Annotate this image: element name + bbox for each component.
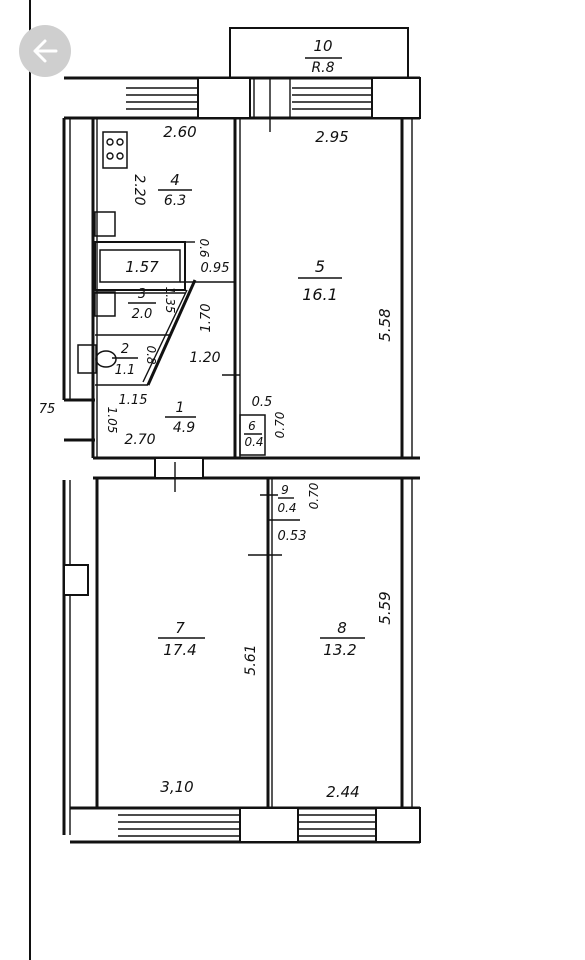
dim-75: 75 [39, 402, 56, 417]
room-8-number: 8 [337, 619, 347, 637]
pier-top-2 [371, 77, 421, 119]
dim-1-35: 1.35 [163, 287, 177, 314]
dim-1-05: 1.05 [105, 407, 119, 434]
balcony-door [253, 78, 291, 132]
page-edge-line [29, 0, 31, 960]
room-6-area: 0.4 [244, 435, 263, 449]
room-2-number: 2 [121, 342, 129, 357]
room-4-area: 6.3 [164, 193, 186, 209]
dim-0-70-a: 0.70 [273, 411, 287, 438]
room-7-area: 17.4 [163, 641, 196, 659]
dim-0-6: 0.6 [197, 238, 211, 257]
dim-room5-length: 5.58 [376, 308, 394, 341]
dim-room7-length: 5.61 [243, 644, 259, 675]
room-5-number: 5 [315, 257, 325, 276]
kitchen-sink [94, 211, 116, 237]
dim-0-95: 0.95 [201, 261, 230, 276]
dim-0-8: 0.8 [144, 345, 158, 364]
pier-top-1 [197, 77, 251, 119]
room-3-number: 3 [138, 287, 146, 302]
room-3-area: 2.0 [132, 307, 153, 322]
dim-room5-width: 2.95 [315, 128, 348, 146]
window-bottom-2 [298, 814, 376, 837]
room-9-area: 0.4 [277, 501, 296, 515]
dim-room8-width: 2.44 [326, 783, 359, 801]
window-top-1 [126, 87, 198, 110]
room-1-number: 1 [176, 400, 185, 416]
top-wall [64, 76, 421, 132]
dim-1-70: 1.70 [199, 304, 214, 333]
room-5-area: 16.1 [302, 285, 338, 304]
bath-label: 1.57 [125, 258, 159, 276]
left-wall [62, 118, 95, 835]
doorway-room7 [154, 457, 204, 479]
room-8-area: 13.2 [323, 641, 356, 659]
room-9-number: 9 [281, 483, 289, 497]
dim-kitchen-depth: 2.20 [131, 174, 147, 205]
room-4-number: 4 [170, 171, 180, 189]
toilet [95, 350, 117, 368]
dim-room8-length: 5.59 [376, 591, 394, 624]
dim-0-70-b: 0.70 [307, 482, 321, 509]
bathtub [99, 249, 181, 283]
dim-kitchen-width: 2.60 [163, 123, 196, 141]
dim-1-15: 1.15 [119, 393, 148, 408]
window-bottom-1 [118, 814, 240, 837]
dim-hall-width: 2.70 [124, 432, 155, 448]
dim-room7-width: 3,10 [160, 778, 193, 796]
balcony-area: R.8 [311, 60, 334, 76]
dim-1-20: 1.20 [189, 350, 220, 366]
dim-0-53: 0.53 [278, 529, 307, 544]
stove [102, 131, 128, 169]
room-6-number: 6 [248, 419, 256, 433]
dim-0-5: 0.5 [252, 395, 273, 410]
washbasin [94, 291, 116, 317]
interior-walls [77, 118, 420, 808]
room-1-area: 4.9 [173, 420, 195, 436]
bottom-wall [70, 806, 421, 844]
room-2-area: 1.1 [115, 363, 136, 378]
back-button[interactable] [19, 25, 71, 77]
balcony-number: 10 [313, 37, 332, 55]
arrow-left-icon [33, 39, 58, 63]
window-top-2 [292, 87, 372, 110]
room-7-number: 7 [175, 619, 185, 637]
